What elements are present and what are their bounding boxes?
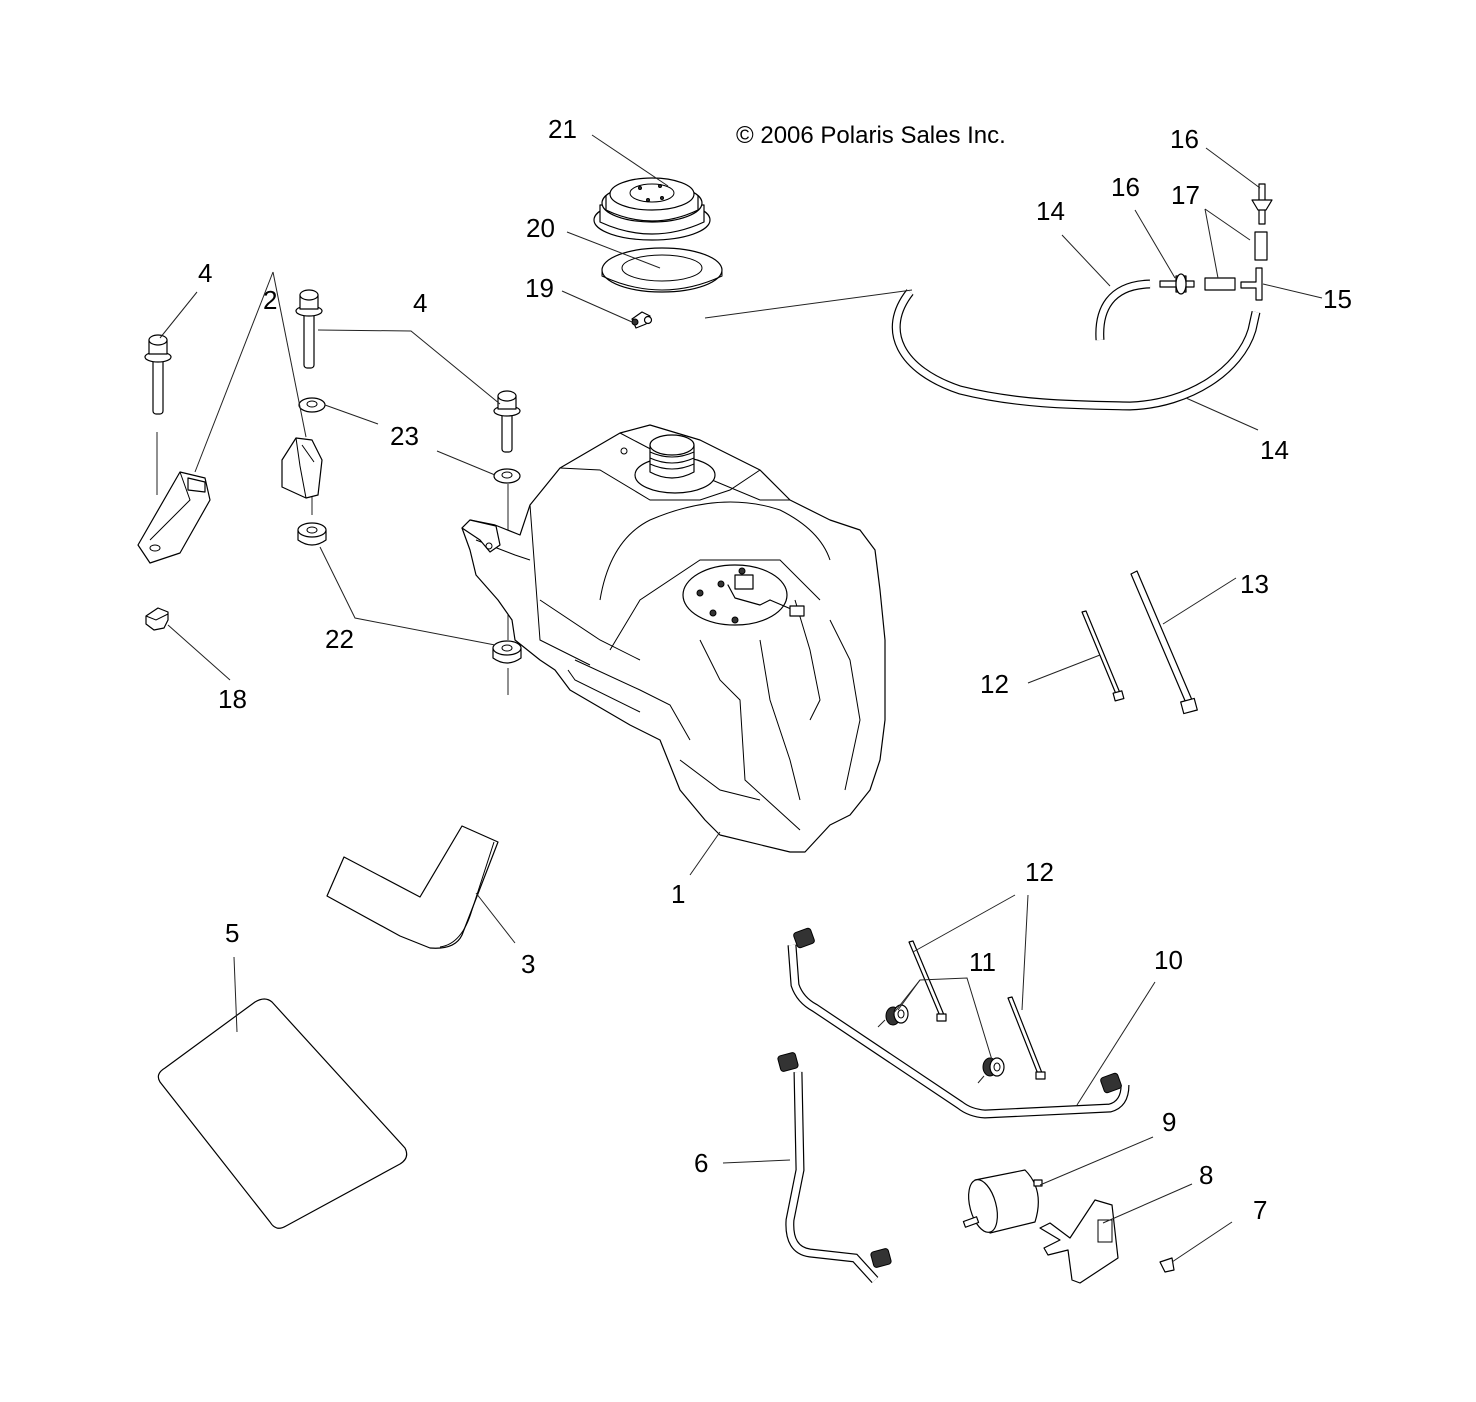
callout-12-lower: 12	[1025, 857, 1054, 887]
callout-8: 8	[1199, 1160, 1213, 1190]
callouts: 21 20 19 14 16 17 16 15 14 4 4 2 23 22 1…	[198, 114, 1352, 1225]
callout-18: 18	[218, 684, 247, 714]
fuel-line-upper-part[interactable]	[787, 927, 1130, 1119]
washer-lower-part[interactable]	[493, 468, 521, 484]
washer-upper-part[interactable]	[298, 397, 326, 413]
callout-10: 10	[1154, 945, 1183, 975]
callout-14-lower: 14	[1260, 435, 1289, 465]
check-valve-upper-part[interactable]	[1251, 183, 1273, 225]
callout-3: 3	[521, 949, 535, 979]
flange-bolt-left-part[interactable]	[144, 334, 172, 415]
callout-11: 11	[969, 947, 996, 977]
check-valve-part[interactable]	[1159, 273, 1195, 295]
callout-16-left: 16	[1111, 172, 1140, 202]
callout-23: 23	[390, 421, 419, 451]
callout-13: 13	[1240, 569, 1269, 599]
vent-fitting-part[interactable]	[631, 311, 653, 329]
callout-16-right: 16	[1170, 124, 1199, 154]
spacer-lower-part[interactable]	[492, 640, 522, 664]
callout-15: 15	[1323, 284, 1352, 314]
foam-pad-part[interactable]	[157, 998, 408, 1229]
cap-gasket-part[interactable]	[601, 247, 723, 293]
filter-bracket-part[interactable]	[1039, 1199, 1119, 1284]
callout-19: 19	[525, 273, 554, 303]
callout-4-left: 4	[198, 258, 212, 288]
spacer-upper-part[interactable]	[297, 522, 327, 546]
callout-17: 17	[1171, 180, 1200, 210]
nut-part[interactable]	[145, 607, 169, 631]
callout-12-upper: 12	[980, 669, 1009, 699]
cable-tie-long-part[interactable]	[1130, 570, 1198, 715]
mounting-bracket-left-part[interactable]	[137, 471, 211, 564]
leader-lines	[159, 134, 1323, 1263]
callout-1: 1	[671, 879, 685, 909]
callout-9: 9	[1162, 1107, 1176, 1137]
foam-strip-part[interactable]	[326, 825, 499, 949]
callout-7: 7	[1253, 1195, 1267, 1225]
callout-6: 6	[694, 1148, 708, 1178]
copyright-text: © 2006 Polaris Sales Inc.	[736, 122, 1006, 149]
callout-20: 20	[526, 213, 555, 243]
cable-tie-mid-part[interactable]	[908, 940, 947, 1022]
hose-sleeve-part[interactable]	[1204, 277, 1236, 291]
callout-21: 21	[548, 114, 577, 144]
cable-tie-upper-part[interactable]	[1081, 610, 1125, 702]
tee-fitting-part[interactable]	[1240, 267, 1263, 301]
hose-sleeve-vertical-part[interactable]	[1254, 231, 1268, 261]
callout-14-upper: 14	[1036, 196, 1065, 226]
fuel-cap-part[interactable]	[593, 177, 711, 241]
callout-22: 22	[325, 624, 354, 654]
cable-tie-lower-part[interactable]	[1007, 996, 1046, 1080]
fuel-line-lower-part[interactable]	[777, 1052, 892, 1284]
grommet-upper-part[interactable]	[885, 1004, 909, 1026]
callout-2: 2	[263, 285, 277, 315]
mounting-bracket-right-part[interactable]	[281, 437, 323, 499]
fuel-filter-part[interactable]	[962, 1169, 1043, 1235]
flange-bolt-top-part[interactable]	[295, 289, 323, 369]
grommet-lower-part[interactable]	[982, 1057, 1005, 1077]
callout-5: 5	[225, 918, 239, 948]
push-rivet-part[interactable]	[1159, 1257, 1175, 1273]
callout-4-right: 4	[413, 288, 427, 318]
vent-hose-short-part[interactable]	[1095, 279, 1151, 341]
flange-bolt-right-part[interactable]	[493, 390, 521, 453]
fuel-tank-part[interactable]	[461, 424, 886, 853]
vent-hose-part[interactable]	[891, 289, 1261, 411]
